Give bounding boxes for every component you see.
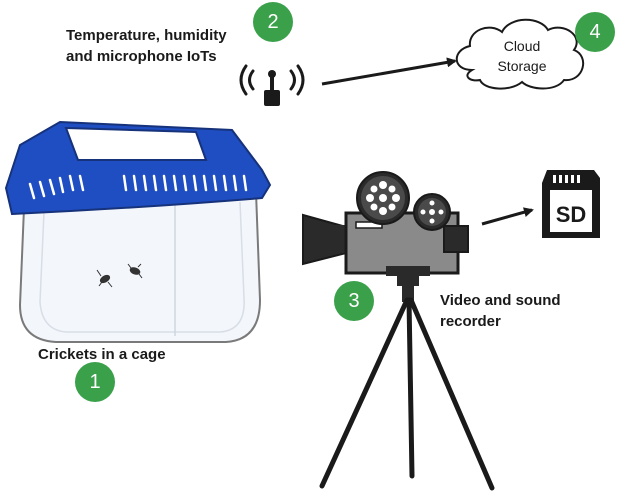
sd-card-label: SD	[556, 202, 587, 227]
cloud-icon	[455, 18, 585, 90]
antenna-icon	[239, 64, 305, 106]
iot-label: Temperature, humidity and microphone IoT…	[66, 25, 266, 67]
step-badge-4: 4	[575, 12, 615, 52]
step-badge-1: 1	[75, 362, 115, 402]
sd-card-icon: SD	[542, 170, 600, 238]
cloud-label-line1: Cloud	[503, 38, 541, 54]
cage-label: Crickets in a cage	[38, 346, 166, 363]
iot-label-line2: and microphone IoTs	[66, 48, 217, 65]
step-badge-2: 2	[253, 2, 293, 42]
tripod-icon	[319, 272, 495, 491]
cloud-label-line2: Storage	[497, 58, 547, 74]
cloud-label: Cloud Storage	[482, 36, 562, 76]
camera-icon	[302, 171, 469, 276]
iot-label-line1: Temperature, humidity	[66, 27, 227, 44]
recorder-label-line2: recorder	[440, 313, 501, 330]
cage-icon	[4, 120, 272, 343]
arrow-camera-to-sd	[481, 207, 534, 226]
step-badge-3: 3	[334, 281, 374, 321]
recorder-label: Video and sound recorder	[440, 290, 580, 332]
cricket-icon	[96, 263, 143, 288]
arrow-iot-to-cloud	[321, 57, 457, 86]
recorder-label-line1: Video and sound	[440, 292, 561, 309]
